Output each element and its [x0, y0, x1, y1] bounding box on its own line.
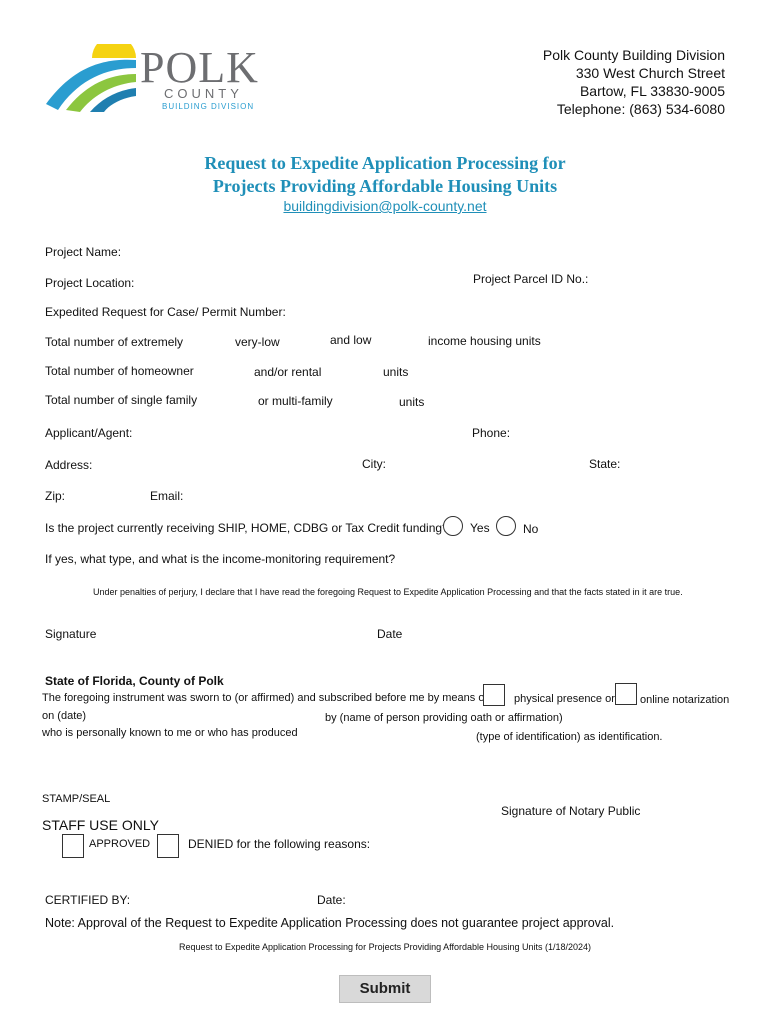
logo-division-text: BUILDING DIVISION [162, 102, 255, 111]
polk-county-logo: POLK COUNTY BUILDING DIVISION [44, 44, 269, 114]
applicant-agent-label: Applicant/Agent: [45, 426, 133, 440]
total-extremely-label: Total number of extremely [45, 335, 184, 349]
header-address: Polk County Building Division 330 West C… [543, 46, 725, 118]
staff-date-label: Date: [317, 893, 346, 907]
city-label: City: [362, 457, 386, 471]
signature-date-label: Date [377, 627, 403, 641]
notary-signature-label: Signature of Notary Public [501, 804, 641, 818]
approved-label: APPROVED [89, 838, 151, 850]
notary-heading: State of Florida, County of Polk [45, 674, 224, 688]
personally-known-label: who is personally known to me or who has… [42, 727, 298, 739]
parcel-id-label: Project Parcel ID No.: [473, 272, 589, 286]
sworn-text: The foregoing instrument was sworn to (o… [42, 692, 488, 704]
submit-button[interactable]: Submit [339, 975, 431, 1003]
address-line-4: Telephone: (863) 534-6080 [556, 101, 725, 117]
by-name-label: by (name of person providing oath or aff… [325, 712, 563, 724]
address-line-3: Bartow, FL 33830-9005 [579, 83, 725, 99]
income-housing-units-label: income housing units [428, 334, 541, 348]
yes-radio-label: Yes [470, 521, 490, 535]
project-name-label: Project Name: [45, 245, 122, 259]
denied-checkbox[interactable] [157, 834, 179, 858]
denied-label: DENIED for the following reasons: [188, 837, 371, 851]
online-notarization-checkbox[interactable] [615, 683, 637, 705]
on-date-label: on (date) [42, 710, 87, 722]
certified-by-label: CERTIFIED BY: [45, 893, 131, 907]
declaration-text: Under penalties of perjury, I declare th… [93, 587, 683, 597]
very-low-label: very-low [235, 335, 280, 349]
or-multi-family-label: or multi-family [258, 394, 333, 408]
contact-email-link[interactable]: buildingdivision@polk-county.net [283, 198, 487, 214]
state-label: State: [589, 457, 621, 471]
form-title-line-1: Request to Expedite Application Processi… [204, 153, 566, 173]
logo-mark-icon [46, 44, 136, 112]
logo-county-text: COUNTY [164, 86, 243, 101]
if-yes-label: If yes, what type, and what is the incom… [45, 552, 396, 566]
form-title-line-2: Projects Providing Affordable Housing Un… [212, 176, 558, 196]
form-footer: Request to Expedite Application Processi… [178, 942, 592, 952]
yes-radio[interactable] [443, 516, 463, 536]
signature-label: Signature [45, 627, 97, 641]
approved-checkbox[interactable] [62, 834, 84, 858]
approval-note: Note: Approval of the Request to Expedit… [45, 916, 615, 930]
address-label: Address: [45, 458, 93, 472]
address-line-2: 330 West Church Street [575, 65, 725, 81]
units-label-1: units [383, 365, 409, 379]
expedited-request-label: Expedited Request for Case/ Permit Numbe… [45, 305, 286, 319]
email-label: Email: [150, 489, 184, 503]
project-location-label: Project Location: [45, 276, 135, 290]
type-of-id-label: (type of identification) as identificati… [476, 731, 663, 743]
total-homeowner-label: Total number of homeowner [45, 364, 194, 378]
staff-use-heading: STAFF USE ONLY [42, 817, 159, 833]
physical-presence-label: physical presence or [514, 693, 615, 705]
funding-question-label: Is the project currently receiving SHIP,… [45, 521, 449, 535]
no-radio-label: No [523, 522, 539, 536]
address-line-1: Polk County Building Division [542, 47, 725, 63]
logo-polk-text: POLK [140, 43, 259, 92]
units-label-2: units [399, 395, 425, 409]
total-single-family-label: Total number of single family [45, 393, 198, 407]
stamp-seal-label: STAMP/SEAL [42, 793, 111, 805]
physical-presence-checkbox[interactable] [483, 684, 505, 706]
and-low-label: and low [330, 333, 372, 347]
no-radio[interactable] [496, 516, 516, 536]
online-notarization-label: online notarization [640, 694, 730, 706]
zip-label: Zip: [45, 489, 66, 503]
phone-label: Phone: [472, 426, 511, 440]
and-or-rental-label: and/or rental [254, 365, 322, 379]
